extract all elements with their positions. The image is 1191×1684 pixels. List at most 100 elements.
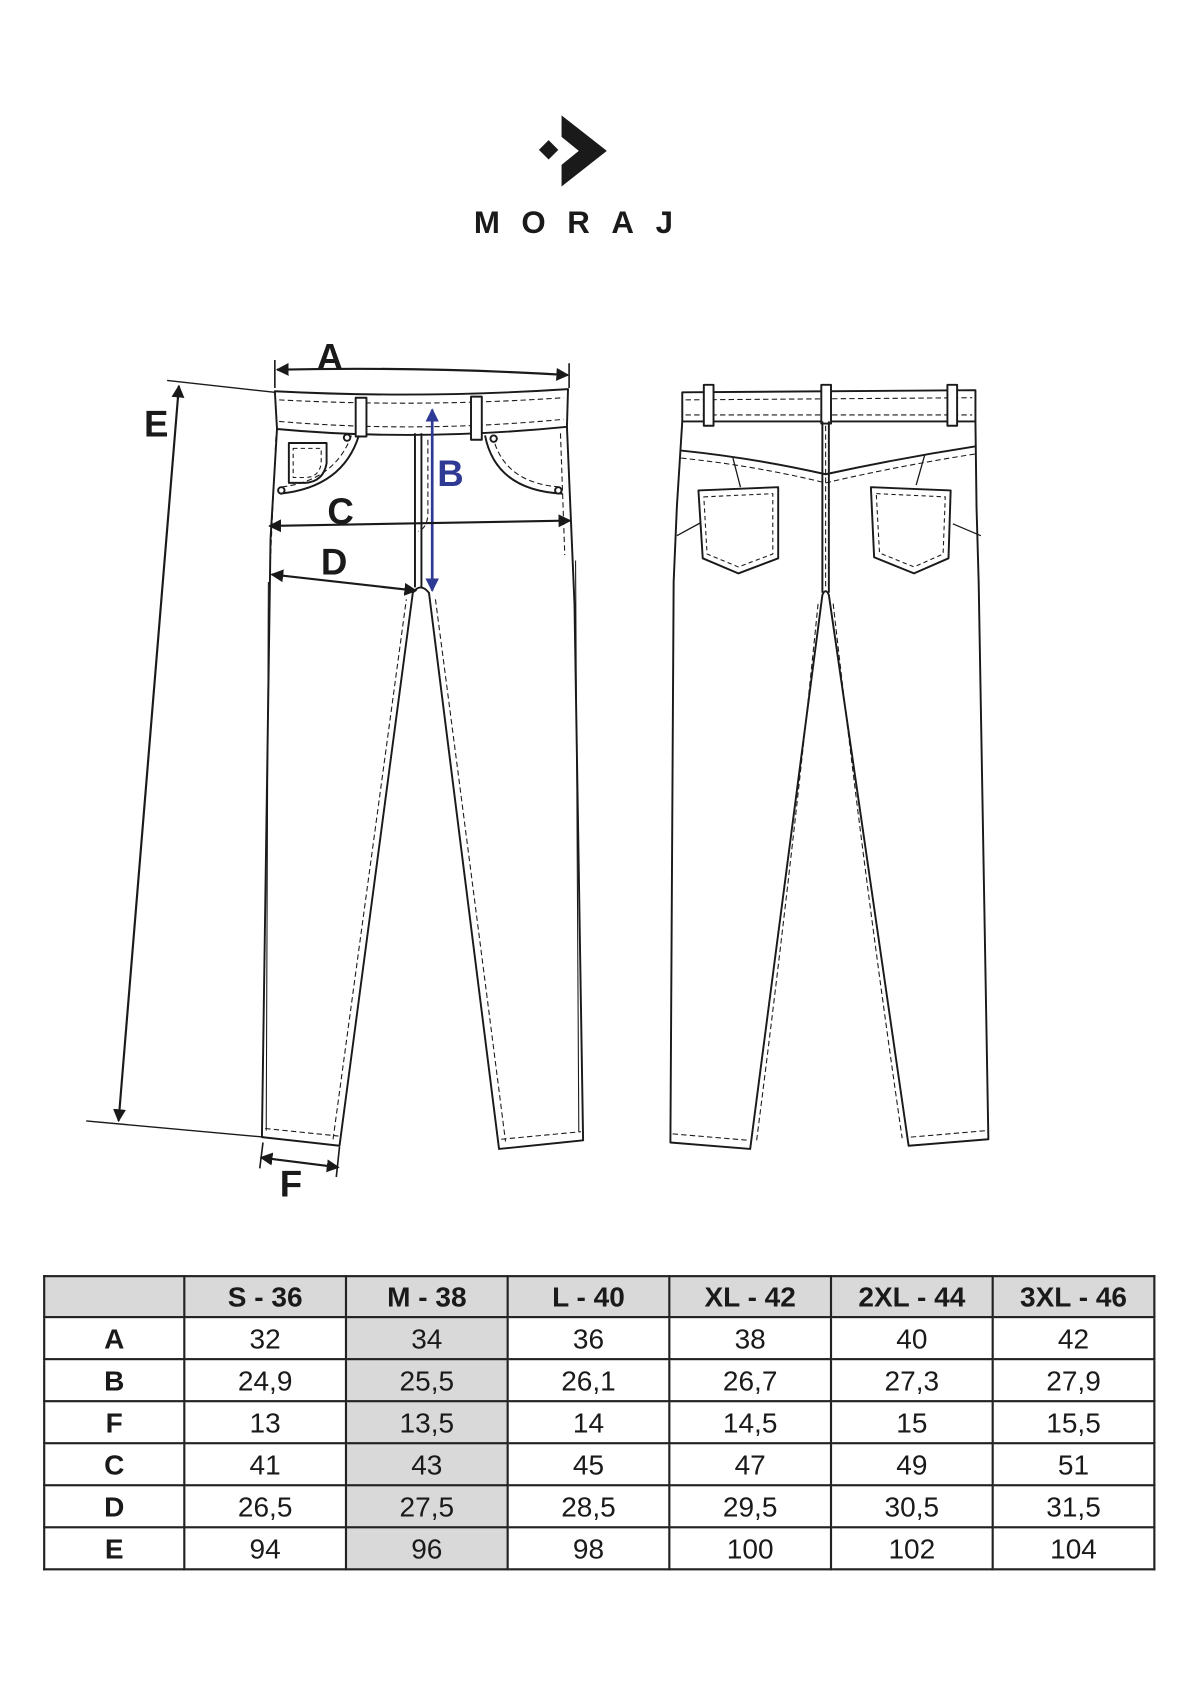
label-b: B [437, 453, 463, 494]
pocket-flap-line [732, 454, 926, 488]
measurement-value: 94 [183, 1526, 348, 1571]
measurement-value: 13,5 [344, 1400, 509, 1445]
right-back-pocket-stitch [875, 493, 946, 568]
measurement-value: 41 [183, 1442, 348, 1487]
size-column-header: M - 38 [344, 1275, 509, 1319]
left-back-pocket [697, 486, 780, 575]
back-waistband [681, 389, 977, 423]
label-e: E [144, 404, 168, 445]
measurement-value: 36 [506, 1316, 671, 1361]
measurement-label: D [43, 1484, 186, 1529]
right-front-pocket [484, 435, 563, 495]
size-column-header: XL - 42 [668, 1275, 833, 1319]
front-leg-outline [260, 426, 585, 1150]
measure-c-arrow [268, 514, 572, 533]
measurement-value: 13 [183, 1400, 348, 1445]
measurement-value: 14 [506, 1400, 671, 1445]
measure-c: C [268, 491, 572, 533]
measurement-label: B [43, 1358, 186, 1403]
left-front-pocket [280, 435, 360, 495]
measure-b: B [425, 408, 464, 592]
right-front-pocket-stitch [492, 435, 563, 488]
table-corner-cell [43, 1275, 186, 1319]
measurement-value: 43 [344, 1442, 509, 1487]
measurement-value: 47 [668, 1442, 833, 1487]
belt-loop [470, 395, 483, 441]
measurement-value: 26,1 [506, 1358, 671, 1403]
rivet [554, 486, 563, 495]
back-inner-leg-stitch [756, 603, 903, 1141]
hem-stitch [265, 1127, 582, 1140]
left-back-pocket-stitch [703, 493, 774, 568]
size-column-header: 3XL - 46 [991, 1275, 1156, 1319]
right-back-pocket [869, 486, 952, 575]
belt-loop [946, 383, 959, 427]
fly-seam [413, 433, 423, 588]
measurement-value: 14,5 [668, 1400, 833, 1445]
size-column-header: L - 40 [506, 1275, 671, 1319]
size-column-header: 2XL - 44 [829, 1275, 994, 1319]
measure-a: A [274, 337, 570, 389]
measurement-value: 98 [506, 1526, 671, 1571]
measurement-value: 25,5 [344, 1358, 509, 1403]
brand-name: MORAJ [473, 205, 695, 241]
logo-diamond-icon [538, 140, 559, 160]
measure-e-arrow [113, 384, 185, 1123]
measurement-value: 104 [991, 1526, 1156, 1571]
measurement-label: A [43, 1316, 186, 1361]
measurement-value: 45 [506, 1442, 671, 1487]
back-center-seam [821, 421, 830, 593]
brand-logo-icon [538, 115, 607, 187]
measurement-value: 15,5 [991, 1400, 1156, 1445]
left-front-pocket-stitch [280, 435, 352, 488]
measurement-label: E [43, 1526, 186, 1571]
measure-e-extension-lines [86, 379, 275, 1138]
measurement-value: 34 [344, 1316, 509, 1361]
coin-pocket [287, 442, 328, 484]
measurement-value: 96 [344, 1526, 509, 1571]
measurement-value: 100 [668, 1526, 833, 1571]
measurement-value: 31,5 [991, 1484, 1156, 1529]
belt-loop [702, 383, 715, 427]
outer-leg-seam [265, 560, 580, 1132]
measurement-value: 26,5 [183, 1484, 348, 1529]
measurement-value: 27,5 [344, 1484, 509, 1529]
measurement-value: 28,5 [506, 1484, 671, 1529]
measurement-value: 29,5 [668, 1484, 833, 1529]
side-seam-stitch [268, 433, 566, 583]
measurement-value: 24,9 [183, 1358, 348, 1403]
label-c: C [327, 491, 353, 532]
label-a: A [317, 337, 343, 378]
measurement-value: 26,7 [668, 1358, 833, 1403]
inner-leg-stitch [332, 599, 507, 1142]
back-hem-stitch [672, 1130, 987, 1141]
measurement-value: 51 [991, 1442, 1156, 1487]
measurement-value: 27,9 [991, 1358, 1156, 1403]
measure-e: E [86, 379, 275, 1138]
side-dart [676, 522, 982, 537]
measure-d-arrow [270, 569, 418, 596]
label-f: F [280, 1163, 302, 1204]
rivet [342, 433, 352, 442]
coin-pocket-stitch [292, 447, 322, 479]
measurement-value: 15 [829, 1400, 994, 1445]
measurement-value: 102 [829, 1526, 994, 1571]
measurement-label: F [43, 1400, 186, 1445]
back-view [669, 383, 990, 1150]
rivet [489, 434, 498, 443]
label-d: D [321, 541, 347, 582]
front-waistband [273, 388, 569, 436]
front-waistband-stitch [279, 397, 564, 428]
measurement-label: C [43, 1442, 186, 1487]
